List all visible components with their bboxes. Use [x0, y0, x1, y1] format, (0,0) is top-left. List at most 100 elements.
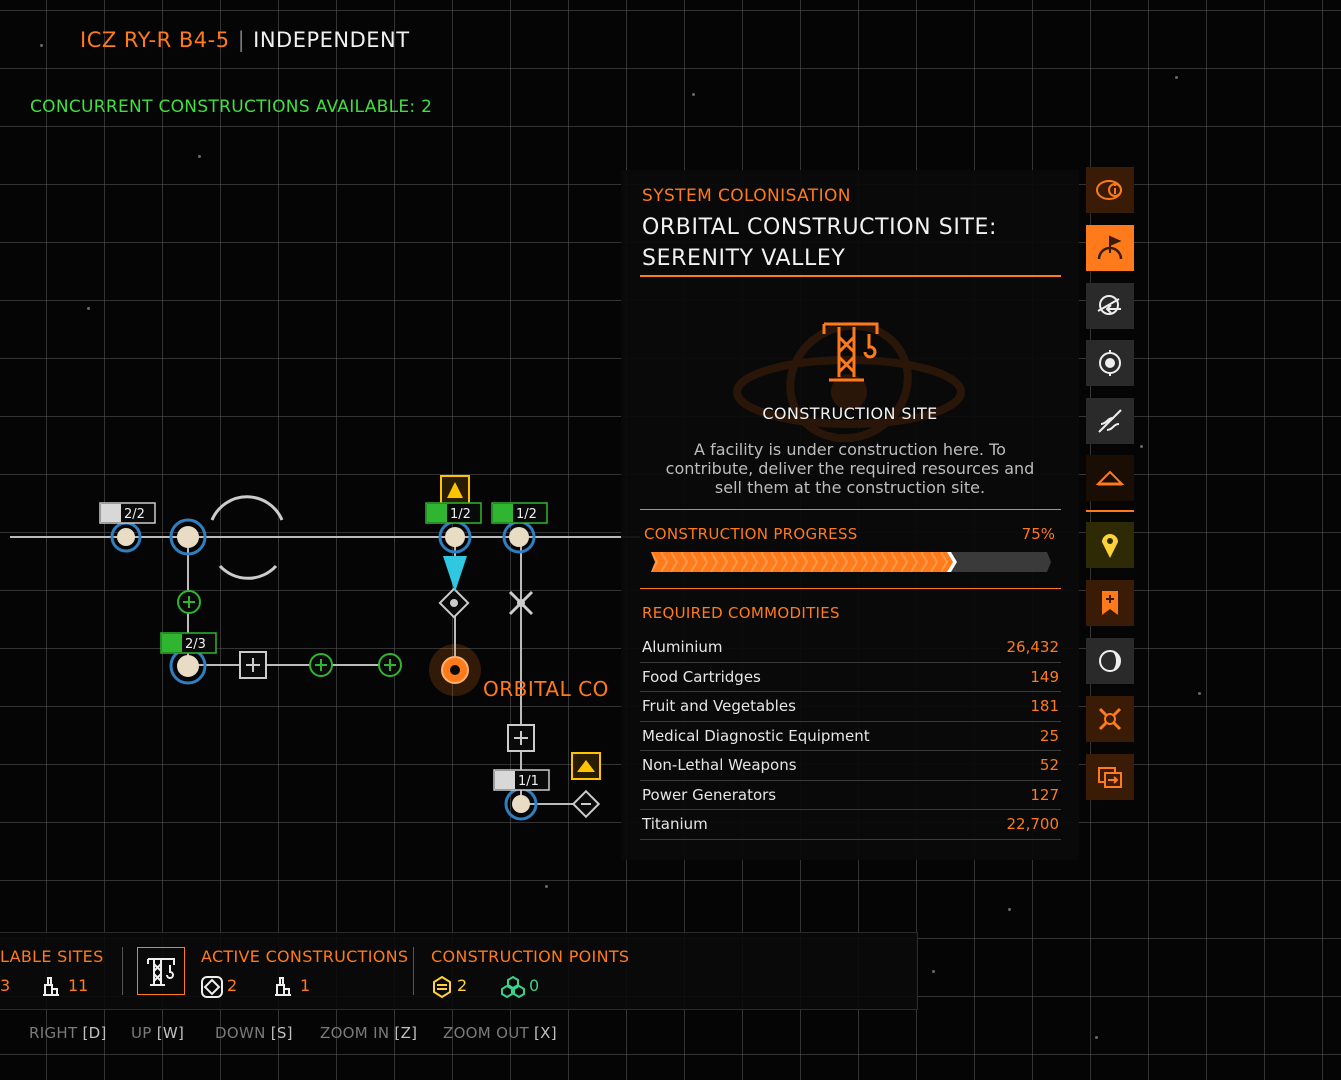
commodity-quantity: 52 [1039, 756, 1059, 774]
surface-site-icon [43, 977, 59, 996]
outpost-button[interactable] [1086, 455, 1134, 501]
transfer-button[interactable] [1086, 754, 1134, 800]
bookmark-icon [1102, 591, 1118, 615]
commodity-quantity: 181 [1030, 697, 1059, 715]
commodity-quantity: 149 [1030, 667, 1059, 686]
commodity-quantity: 22,700 [1006, 815, 1060, 833]
construction-stats-bar: LABLE SITES 3 11 ACTIVE CONSTRUCTIONS 2 … [0, 932, 918, 1010]
add-slot-icon[interactable] [378, 653, 402, 677]
star [198, 155, 201, 158]
node-badge: 2/2 [99, 502, 156, 524]
divider [122, 947, 123, 995]
badge-count: 1/1 [518, 774, 539, 789]
add-slot-icon[interactable] [177, 590, 201, 614]
installation-icon[interactable] [239, 651, 267, 679]
key-hint-right: RIGHT [D] [29, 1024, 107, 1042]
construction-progress-bar [651, 552, 1051, 572]
panel-category: SYSTEM COLONISATION [642, 186, 851, 206]
info-button[interactable] [1086, 167, 1134, 213]
key-hint-down: DOWN [S] [215, 1024, 293, 1042]
commodity-name: Titanium [642, 815, 708, 833]
star [1175, 76, 1178, 79]
star [932, 970, 935, 973]
commodity-row[interactable]: Power Generators 127 [640, 781, 1061, 810]
available-sites-value-a: 3 [0, 976, 11, 995]
construction-site-icon[interactable] [429, 644, 481, 696]
panel-title: ORBITAL CONSTRUCTION SITE: SERENITY VALL… [642, 215, 997, 271]
faction-name: INDEPENDENT [253, 28, 410, 52]
flag-icon [1097, 235, 1123, 260]
star [1198, 692, 1201, 695]
biology-button[interactable] [1086, 398, 1134, 444]
network-button[interactable] [1086, 696, 1134, 742]
commodity-row[interactable]: Fruit and Vegetables 181 [640, 692, 1061, 722]
site-type-label: CONSTRUCTION SITE [762, 404, 938, 423]
station-marker-icon [571, 752, 601, 780]
commodity-name: Food Cartridges [642, 667, 761, 686]
bookmark-button[interactable] [1086, 580, 1134, 626]
planet-node[interactable] [169, 518, 207, 556]
target-icon [1099, 350, 1121, 376]
colonisation-button[interactable] [1086, 225, 1134, 271]
station-icon[interactable] [438, 587, 470, 619]
station-marker-icon [440, 475, 470, 505]
planet-route-button[interactable] [1086, 283, 1134, 329]
commodity-quantity: 25 [1039, 726, 1059, 745]
badge-count: 2/3 [185, 637, 206, 652]
outpost-icon [1095, 470, 1125, 486]
selection-pointer-icon [443, 556, 467, 592]
commodity-name: Non-Lethal Weapons [642, 756, 797, 774]
active-surface-value: 1 [300, 976, 311, 995]
star [87, 307, 90, 310]
asteroid-icon[interactable] [508, 590, 534, 616]
key-hint-zoom-out: ZOOM OUT [X] [443, 1024, 557, 1042]
orbital-station-icon [201, 976, 223, 998]
available-sites-value-b: 11 [68, 976, 89, 995]
system-map: 2/2 1/2 1/2 2/3 1/1 [10, 475, 640, 821]
station-icon[interactable] [571, 789, 601, 819]
dna-icon [1098, 409, 1122, 433]
divider [640, 588, 1061, 589]
commodity-name: Fruit and Vegetables [642, 697, 796, 715]
points-tier-three-value: 0 [529, 976, 540, 995]
info-icon [1096, 180, 1122, 200]
map-pin-button[interactable] [1086, 522, 1134, 568]
construction-crane-button[interactable] [137, 947, 185, 995]
construction-site-illustration [729, 292, 969, 443]
add-slot-icon[interactable] [309, 653, 333, 677]
divider [413, 947, 414, 995]
star [692, 93, 695, 96]
installation-icon[interactable] [507, 724, 535, 752]
commodity-quantity: 127 [1030, 785, 1059, 804]
progress-label: CONSTRUCTION PROGRESS [644, 525, 858, 543]
star [545, 885, 548, 888]
key-hint-up: UP [W] [131, 1024, 185, 1042]
concurrent-constructions: CONCURRENT CONSTRUCTIONS AVAILABLE: 2 [30, 97, 433, 117]
target-button[interactable] [1086, 340, 1134, 386]
required-commodities-label: REQUIRED COMMODITIES [642, 604, 840, 622]
progress-value: 75% [1021, 525, 1055, 543]
star [1140, 445, 1143, 448]
moon-button[interactable] [1086, 638, 1134, 684]
commodity-row[interactable]: Food Cartridges 149 [640, 663, 1061, 692]
badge-count: 1/2 [450, 507, 471, 522]
construction-points-label: CONSTRUCTION POINTS [431, 947, 630, 966]
commodity-name: Medical Diagnostic Equipment [642, 726, 870, 745]
commodity-row[interactable]: Non-Lethal Weapons 52 [640, 751, 1061, 781]
badge-count: 1/2 [516, 507, 537, 522]
construction-site-panel: SYSTEM COLONISATION ORBITAL CONSTRUCTION… [621, 170, 1079, 860]
network-icon [1098, 707, 1122, 731]
map-pin-icon [1102, 534, 1118, 558]
commodity-row[interactable]: Titanium 22,700 [640, 810, 1061, 840]
star [1008, 908, 1011, 911]
site-description: A facility is under construction here. T… [665, 440, 1035, 497]
points-tier-two-value: 2 [457, 976, 468, 995]
toolbar-divider [1086, 510, 1134, 512]
commodity-row[interactable]: Medical Diagnostic Equipment 25 [640, 722, 1061, 751]
star [1095, 1036, 1098, 1039]
tier-three-points-icon [501, 975, 525, 999]
badge-count: 2/2 [124, 507, 145, 522]
commodity-name: Power Generators [642, 785, 777, 804]
